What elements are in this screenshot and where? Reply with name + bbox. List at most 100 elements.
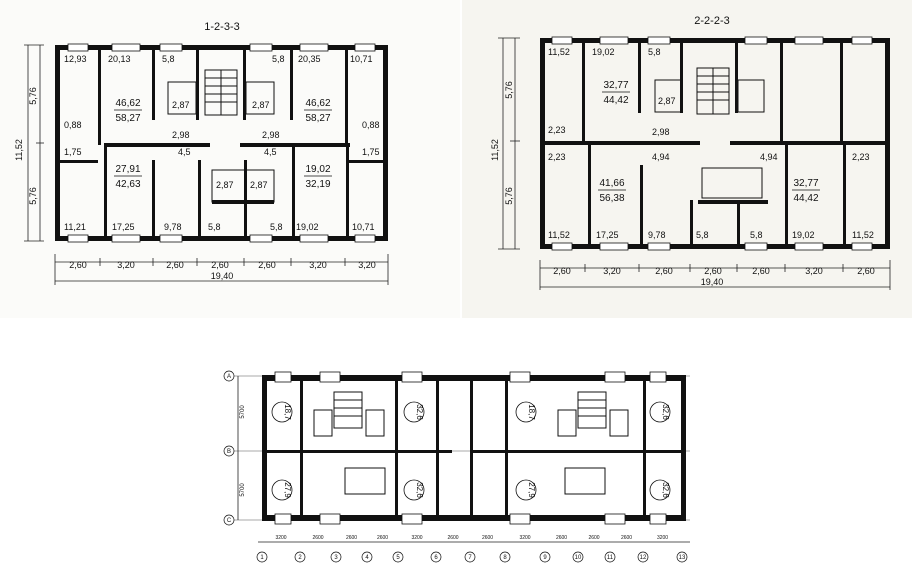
plan-b-room-5: 2,98	[652, 127, 670, 137]
plan-c-side-dim-0: 5700	[240, 405, 246, 419]
plan-a-room-11: 1,75	[362, 147, 380, 157]
plan-c-row-label-0: A	[227, 374, 231, 380]
plan-a-room-15: 4,5	[264, 147, 277, 157]
plan-c-row-label-2: C	[227, 518, 232, 524]
plan-c-col-number: 2	[298, 555, 302, 561]
plan-c-col-marker	[392, 551, 404, 563]
plan-a-total-width: 19,40	[211, 271, 234, 281]
plan-a-bottom-dim-0: 2,60	[69, 260, 87, 270]
plan-b-room-6: 2,23	[548, 152, 566, 162]
plan-b-room-8: 4,94	[760, 152, 778, 162]
plan-b-paper	[462, 0, 912, 318]
plan-b-dimension-lines	[498, 37, 891, 290]
plan-a-room-5: 10,71	[350, 54, 373, 64]
plan-a-room-23: 19,02	[296, 222, 319, 232]
plan-a-room-20: 9,78	[164, 222, 182, 232]
plan-c-room-0: 18,7	[283, 404, 292, 420]
plan-b-room-12: 9,78	[648, 230, 666, 240]
plan-c-col-marker	[464, 551, 476, 563]
plan-b-side-dim-upper: 5,76	[504, 81, 514, 99]
plan-b-room-14: 5,8	[750, 230, 763, 240]
plan-c-dimension-lines	[237, 376, 690, 543]
plan-b-room-4: 2,23	[548, 125, 566, 135]
plan-b-bottom-dim-1: 3,20	[603, 266, 621, 276]
plan-b-room-10: 11,52	[548, 230, 570, 240]
plan-c-col-marker	[572, 551, 584, 563]
plan-c-col-number: 12	[640, 555, 647, 561]
plan-c-col-marker	[539, 551, 551, 563]
plan-a-room-6: 2,87	[172, 100, 190, 110]
plan-b-apt-1-total: 56,38	[599, 193, 624, 204]
plan-a-apt-3-living: 19,02	[305, 164, 330, 175]
plan-c-col-number: 7	[468, 555, 472, 561]
plan-c-col-number: 11	[607, 555, 614, 561]
plan-b-bottom-dim-6: 2,60	[857, 266, 875, 276]
plan-c-col-dim: 2600	[588, 535, 599, 541]
plan-c-col-marker	[256, 551, 268, 563]
plan-b-room-2: 5,8	[648, 47, 661, 57]
plan-b-room-9: 2,23	[852, 152, 870, 162]
plan-c-side-dim-1: 5700	[240, 483, 246, 497]
plan-c-col-number: 4	[365, 555, 369, 561]
plan-a-bottom-dim-2: 2,60	[166, 260, 184, 270]
plan-c-col-number: 13	[679, 555, 686, 561]
plan-a-bottom-dim-3: 2,60	[211, 260, 229, 270]
plan-c-col-marker	[499, 551, 511, 563]
plan-b-bottom-dim-3: 2,60	[704, 266, 722, 276]
plan-a-room-10: 1,75	[64, 147, 82, 157]
plan-c-col-marker	[604, 551, 616, 563]
plan-c-col-dim: 2600	[482, 535, 493, 541]
plan-c-room-3: 32,6	[661, 404, 670, 420]
plan-a-apt-0-total: 58,27	[115, 113, 140, 124]
plan-c-room-circle-2: 18,7	[515, 401, 537, 423]
plan-c-room-1: 32,6	[415, 404, 424, 420]
plan-a-room-18: 11,21	[64, 222, 86, 232]
plan-b-stair	[654, 67, 765, 199]
plan-c-col-marker	[361, 551, 373, 563]
plan-c-room-circle-1: 32,6	[403, 401, 425, 423]
plan-b-walls	[540, 38, 890, 249]
plan-c-col-number: 1	[260, 555, 264, 561]
plan-a-bottom-dim-1: 3,20	[117, 260, 135, 270]
plan-c-col-dim: 3200	[411, 535, 422, 541]
plan-a-dimension-lines	[24, 44, 389, 285]
plan-c-col-marker	[637, 551, 649, 563]
plan-c-col-dim: 3200	[519, 535, 530, 541]
plan-a-side-dim-total: 11,52	[14, 139, 24, 161]
plan-c-room-4: 27,9	[283, 482, 292, 498]
plan-a-walls	[55, 45, 388, 241]
plan-a-stair	[167, 69, 275, 204]
plan-b-bottom-dim-4: 2,60	[752, 266, 770, 276]
plan-b-room-15: 19,02	[792, 230, 815, 240]
plan-a-bottom-dim-5: 3,20	[309, 260, 327, 270]
plan-c-room-circle-3: 32,6	[649, 401, 671, 423]
plan-c-room-2: 18,7	[527, 404, 536, 420]
plan-c-room-5: 32,6	[415, 482, 424, 498]
plan-c-row-label-1: B	[227, 449, 231, 455]
plan-c-col-dim: 2600	[346, 535, 357, 541]
plan-c-room-7: 32,6	[661, 482, 670, 498]
plan-b-bottom-dim-0: 2,60	[553, 266, 571, 276]
plan-c-room-circle-7: 32,6	[649, 479, 671, 501]
plan-a-room-4: 20,35	[298, 54, 321, 64]
plan-b-apt-2-total: 44,42	[793, 193, 818, 204]
plan-c-col-dim: 3200	[275, 535, 286, 541]
plan-c-windows	[274, 371, 667, 525]
plan-c-col-dim: 2600	[312, 535, 323, 541]
plan-a-room-22: 5,8	[270, 222, 283, 232]
plan-c-col-marker	[676, 551, 688, 563]
plan-a-room-1: 20,13	[108, 54, 131, 64]
plan-a-windows	[67, 43, 376, 243]
plan-b-bottom-dim-5: 3,20	[805, 266, 823, 276]
plan-c-col-dim: 3200	[657, 535, 668, 541]
plan-c-col-number: 9	[543, 555, 547, 561]
plan-b-apt-2-living: 32,77	[793, 178, 818, 189]
plan-c-col-dim: 2600	[556, 535, 567, 541]
plan-a-room-24: 10,71	[352, 222, 375, 232]
plan-c-col-number: 5	[396, 555, 400, 561]
plan-c-room-circle-4: 27,9	[271, 479, 293, 501]
plan-a-side-dim-upper: 5,76	[28, 87, 38, 105]
